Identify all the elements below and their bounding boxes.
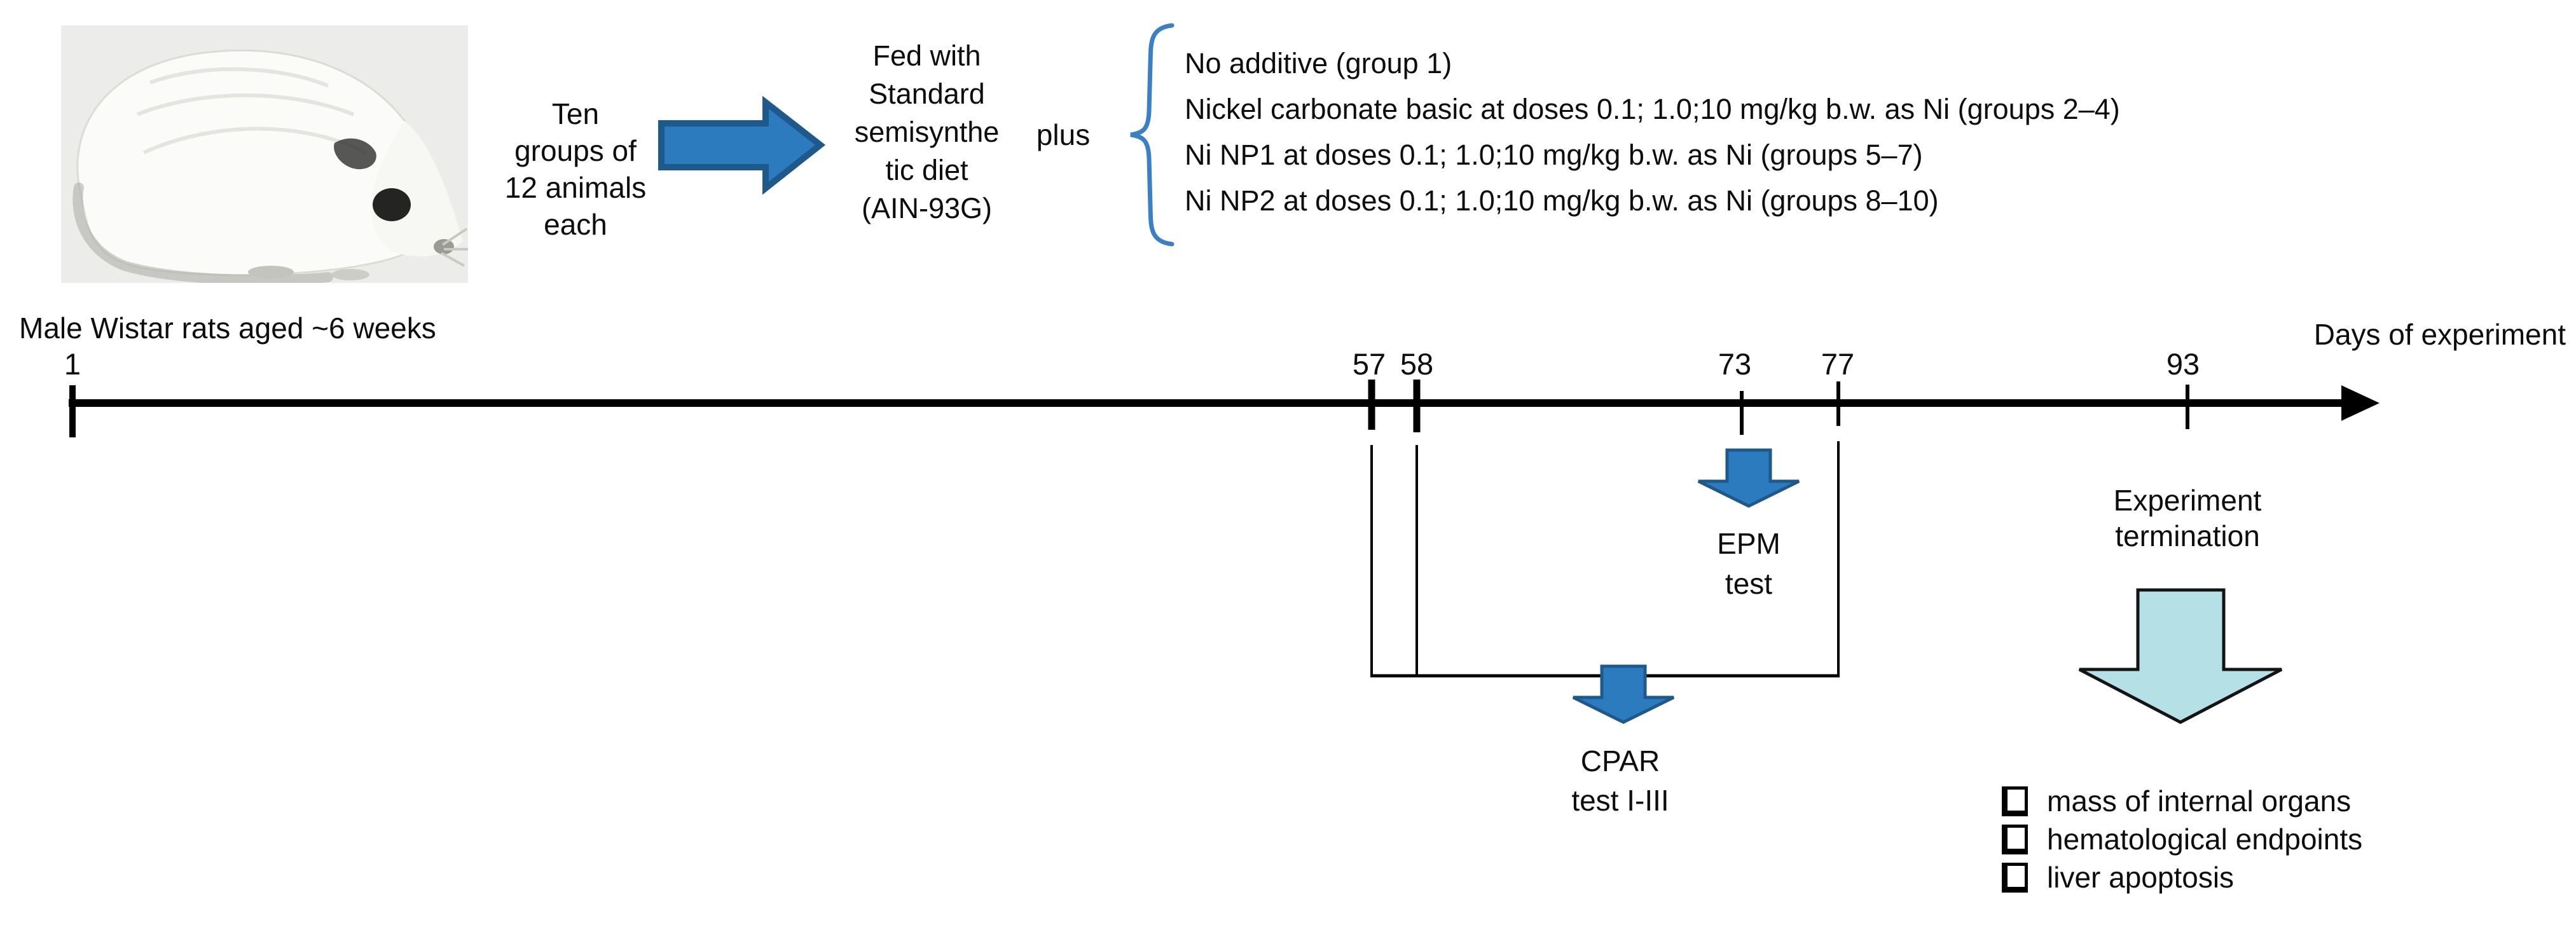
checklist-item: liver apoptosis [2002, 858, 2362, 896]
rat-eye [373, 188, 411, 221]
termination-line: termination [2115, 519, 2260, 552]
treatment-group-item: Ni NP1 at doses 0.1; 1.0;10 mg/kg b.w. a… [1185, 139, 1923, 171]
axis-title: Days of experiment [2313, 318, 2566, 351]
rat-illustration [61, 25, 468, 283]
treatment-group-item: Ni NP2 at doses 0.1; 1.0;10 mg/kg b.w. a… [1185, 184, 1939, 217]
diet-line: (AIN-93G) [861, 192, 993, 224]
rat-belly-shadow [72, 182, 333, 283]
rat-whiskers [441, 228, 468, 267]
checkbox-icon [2002, 786, 2028, 816]
termination-down-arrow [2078, 588, 2283, 724]
groups-size-text: Ten groups of 12 animals each [480, 95, 671, 243]
endpoints-checklist: mass of internal organs hematological en… [2002, 782, 2362, 896]
checklist-item-label: hematological endpoints [2047, 823, 2363, 856]
tick-label-77: 77 [1821, 347, 1855, 381]
cpar-down-arrow [1572, 664, 1675, 724]
checklist-item: hematological endpoints [2002, 820, 2362, 858]
diet-line: tic diet [885, 154, 968, 186]
termination-line: Experiment [2113, 484, 2262, 517]
tick-label-93: 93 [2166, 347, 2200, 381]
rat-foot-right [331, 269, 369, 280]
tick-label-58: 58 [1400, 347, 1434, 381]
checklist-item: mass of internal organs [2002, 782, 2362, 820]
checklist-item-label: mass of internal organs [2047, 785, 2352, 818]
groups-size-line: each [544, 208, 607, 241]
checkbox-icon [2002, 862, 2028, 893]
treatment-groups-list: No additive (group 1) Nickel carbonate b… [1185, 41, 2120, 224]
groups-size-line: 12 animals [504, 171, 647, 204]
epm-test-label: EPM test [1717, 524, 1780, 604]
checkbox-icon [2002, 824, 2028, 854]
epm-line: EPM [1717, 527, 1780, 560]
diet-text: Fed with Standard semisynthe tic diet (A… [843, 37, 1011, 228]
diet-line: Fed with [872, 39, 981, 72]
cpar-test-label: CPAR test I-III [1571, 741, 1669, 820]
treatment-group-item: No additive (group 1) [1185, 47, 1452, 79]
plus-label: plus [1036, 118, 1091, 151]
checklist-item-label: liver apoptosis [2047, 861, 2235, 894]
diet-line: semisynthe [854, 116, 1000, 148]
cpar-line: CPAR [1580, 744, 1660, 778]
rat-caption: Male Wistar rats aged ~6 weeks [19, 312, 436, 345]
epm-down-arrow [1697, 448, 1800, 508]
groups-size-line: groups of [514, 134, 637, 167]
group-brace [1130, 23, 1174, 247]
tick-label-57: 57 [1352, 347, 1386, 381]
termination-label: Experiment termination [2114, 483, 2262, 554]
tick-label-73: 73 [1718, 347, 1752, 381]
epm-line: test [1725, 567, 1773, 600]
rat-ear [334, 138, 376, 170]
diet-line: Standard [869, 78, 985, 110]
rat-head [371, 121, 463, 257]
tick-label-1: 1 [64, 347, 81, 381]
timeline-arrowhead-icon [2341, 385, 2380, 421]
treatment-group-item: Nickel carbonate basic at doses 0.1; 1.0… [1185, 93, 2120, 125]
groups-size-line: Ten [551, 97, 600, 130]
rat-foot-left [248, 266, 294, 278]
right-arrow [658, 95, 826, 195]
cpar-line: test I-III [1571, 784, 1669, 817]
rat-photo [61, 25, 468, 283]
